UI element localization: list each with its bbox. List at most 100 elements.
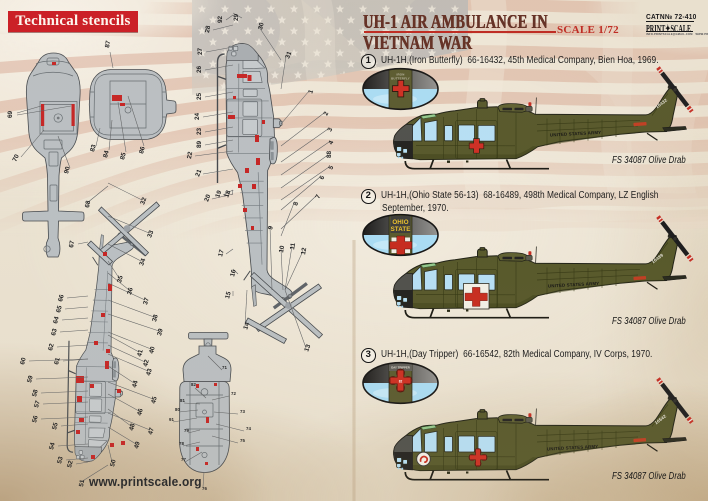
svg-text:23: 23 (196, 127, 203, 135)
svg-text:87: 87 (104, 40, 112, 49)
svg-text:52: 52 (66, 459, 75, 468)
svg-text:30: 30 (257, 21, 266, 30)
svg-text:54: 54 (48, 441, 57, 450)
svg-text:58: 58 (31, 388, 40, 397)
svg-text:64: 64 (52, 315, 61, 324)
svg-text:UNITED STATES ARMY: UNITED STATES ARMY (547, 444, 599, 452)
svg-text:91: 91 (169, 417, 174, 422)
svg-text:50: 50 (109, 458, 118, 467)
svg-text:57: 57 (33, 399, 42, 408)
svg-text:89: 89 (196, 140, 203, 148)
svg-text:53: 53 (56, 455, 65, 464)
svg-text:88: 88 (326, 150, 333, 158)
svg-text:48: 48 (128, 422, 137, 431)
svg-text:37: 37 (142, 296, 151, 305)
svg-text:47: 47 (147, 426, 156, 435)
svg-text:68: 68 (84, 200, 92, 209)
svg-text:STATE: STATE (391, 226, 411, 233)
svg-text:12: 12 (300, 247, 308, 256)
svg-text:81: 81 (180, 398, 185, 403)
svg-text:1: 1 (307, 89, 315, 95)
svg-text:55: 55 (51, 421, 60, 430)
svg-text:34: 34 (138, 257, 147, 266)
svg-text:35: 35 (116, 274, 125, 283)
svg-text:UNITED STATES ARMY: UNITED STATES ARMY (550, 130, 602, 138)
svg-text:67: 67 (68, 240, 76, 249)
svg-text:2: 2 (322, 110, 330, 117)
svg-text:3: 3 (326, 126, 334, 133)
svg-text:IRON: IRON (396, 73, 404, 77)
svg-text:16: 16 (229, 268, 238, 277)
svg-text:5: 5 (327, 164, 335, 171)
svg-text:62: 62 (47, 342, 56, 351)
svg-text:69: 69 (7, 110, 14, 118)
svg-text:74: 74 (246, 426, 251, 431)
svg-text:49: 49 (133, 440, 142, 449)
svg-text:84: 84 (102, 149, 111, 158)
svg-text:19: 19 (214, 189, 223, 198)
svg-text:17: 17 (217, 248, 226, 257)
svg-text:21: 21 (194, 168, 203, 177)
svg-text:26: 26 (196, 65, 203, 73)
svg-text:73: 73 (240, 409, 245, 414)
svg-text:63: 63 (50, 327, 59, 336)
svg-text:25: 25 (196, 92, 203, 100)
svg-text:32: 32 (139, 196, 148, 205)
svg-text:45: 45 (150, 395, 159, 404)
svg-text:79: 79 (184, 428, 189, 433)
svg-text:46: 46 (136, 407, 145, 416)
svg-text:28: 28 (204, 25, 212, 34)
svg-text:86: 86 (138, 145, 147, 154)
svg-text:9: 9 (267, 225, 275, 231)
svg-text:44: 44 (131, 379, 140, 388)
svg-text:7: 7 (314, 193, 322, 200)
svg-text:51: 51 (78, 479, 86, 488)
svg-text:24: 24 (194, 112, 201, 120)
svg-text:10: 10 (278, 245, 286, 254)
svg-text:OHIO: OHIO (392, 219, 408, 226)
svg-text:8: 8 (292, 201, 300, 207)
svg-text:36: 36 (126, 286, 135, 295)
svg-text:92: 92 (217, 15, 224, 23)
svg-text:66: 66 (57, 293, 66, 302)
svg-text:BUTTERFLY: BUTTERFLY (391, 76, 410, 80)
svg-text:43: 43 (145, 367, 154, 376)
svg-text:15: 15 (224, 290, 233, 299)
svg-text:UNITED STATES ARMY: UNITED STATES ARMY (548, 281, 600, 289)
svg-text:85: 85 (119, 151, 128, 160)
svg-text:56: 56 (31, 414, 40, 423)
svg-text:11: 11 (289, 242, 297, 250)
svg-text:38: 38 (151, 313, 160, 322)
svg-text:82: 82 (191, 382, 196, 387)
svg-text:39: 39 (156, 327, 165, 336)
svg-text:90: 90 (63, 165, 72, 174)
svg-text:13: 13 (303, 343, 312, 352)
svg-text:6: 6 (318, 174, 326, 181)
svg-text:78: 78 (179, 441, 184, 446)
svg-text:82: 82 (399, 380, 403, 384)
svg-text:18: 18 (223, 189, 232, 198)
svg-text:83: 83 (89, 143, 98, 152)
svg-text:65: 65 (55, 304, 64, 313)
svg-text:DAY TRIPPER: DAY TRIPPER (391, 366, 410, 370)
svg-text:76: 76 (202, 486, 207, 491)
svg-text:77: 77 (181, 457, 186, 462)
svg-text:14: 14 (242, 321, 251, 330)
svg-text:70: 70 (11, 153, 21, 163)
svg-text:72: 72 (231, 391, 236, 396)
svg-text:59: 59 (26, 374, 35, 383)
svg-text:75: 75 (240, 438, 245, 443)
svg-text:80: 80 (175, 407, 180, 412)
svg-text:33: 33 (146, 229, 155, 238)
svg-text:41: 41 (136, 348, 145, 357)
svg-text:40: 40 (148, 345, 157, 354)
svg-text:22: 22 (186, 151, 194, 160)
svg-text:71: 71 (222, 365, 227, 370)
svg-text:31: 31 (284, 50, 293, 59)
svg-text:20: 20 (203, 193, 212, 202)
svg-text:27: 27 (197, 47, 204, 55)
svg-text:42: 42 (142, 358, 151, 367)
svg-text:60: 60 (19, 356, 28, 365)
svg-text:4: 4 (327, 139, 335, 146)
svg-text:29: 29 (233, 13, 240, 21)
